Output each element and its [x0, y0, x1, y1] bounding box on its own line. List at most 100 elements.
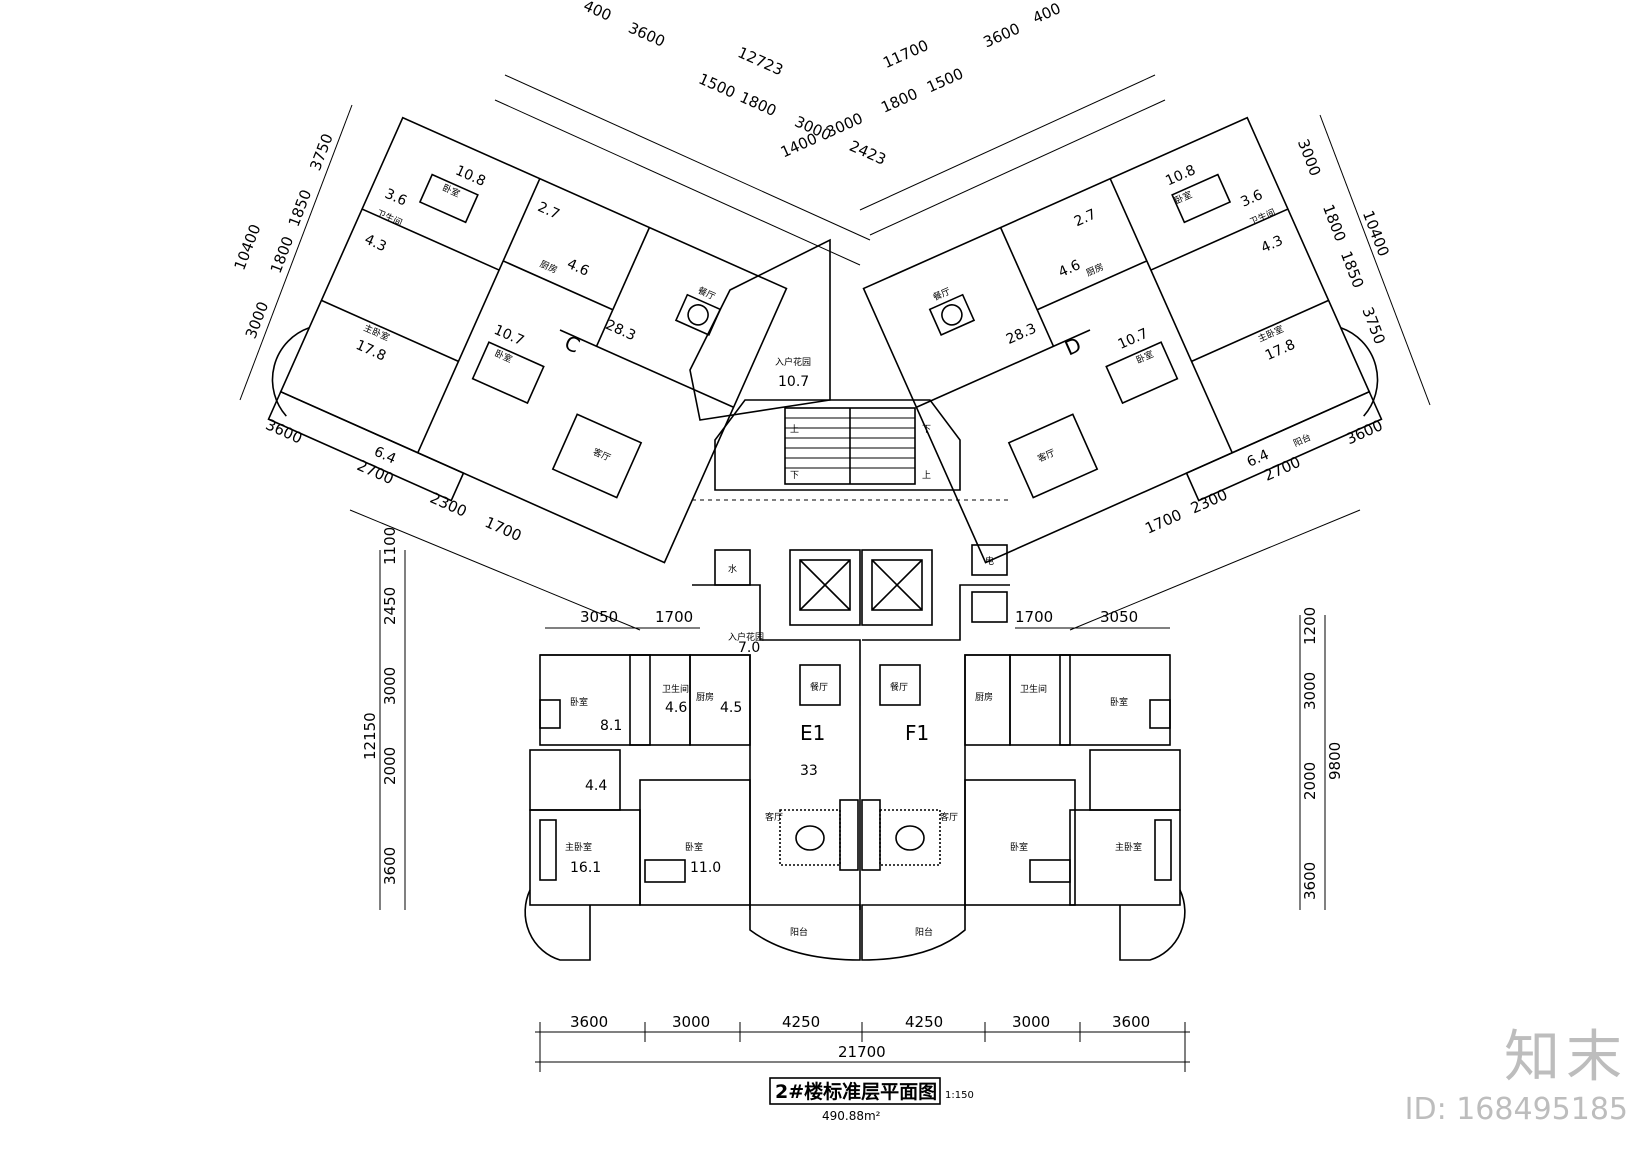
total-area: 490.88m² — [822, 1109, 881, 1123]
d-dim-bottom-1700: 1700 — [1142, 506, 1184, 538]
stair-up-right: 上 — [922, 470, 931, 481]
c-area-kitchen: 4.6 — [565, 256, 592, 280]
drawing-scale: 1:150 — [945, 1090, 974, 1101]
d-room-kitchen: 厨房 — [1084, 261, 1105, 279]
water-shaft: 水 — [728, 563, 737, 575]
e1-area-bedroom: 8.1 — [600, 718, 622, 734]
d-area-kitchen: 4.6 — [1056, 257, 1083, 281]
core-entry-area: 10.7 — [778, 374, 809, 390]
c-left-10400: 10400 — [231, 222, 265, 273]
d-right-3000: 3000 — [1294, 137, 1324, 179]
f1-right-3600: 3600 — [1301, 862, 1319, 900]
f1-room-bedroom2: 卧室 — [1010, 841, 1028, 853]
d-right-10400: 10400 — [1359, 208, 1393, 259]
e1-area-entry: 7.0 — [738, 640, 760, 656]
f1-room-bedroom: 卧室 — [1110, 696, 1128, 708]
c-room-bath: 卫生间 — [375, 207, 405, 229]
stair-down-left: 下 — [790, 471, 799, 481]
d-room-bedroom: 卧室 — [1173, 188, 1194, 206]
e1-room-kitchen: 厨房 — [696, 691, 714, 703]
d-dim-1800: 1800 — [878, 85, 920, 117]
d-right-3750: 3750 — [1358, 305, 1388, 347]
f1-right-9800: 9800 — [1326, 742, 1344, 780]
c-area-living: 28.3 — [603, 317, 638, 344]
d-dim-overall: 11700 — [880, 36, 931, 72]
f1-right-1200: 1200 — [1301, 607, 1319, 645]
e1-area-bath2: 4.4 — [585, 778, 607, 794]
c-room-bedroom2: 卧室 — [493, 347, 514, 365]
elec-shaft: 电 — [985, 555, 994, 567]
e1-left-3600: 3600 — [381, 847, 399, 885]
c-area-wc: 2.7 — [535, 199, 562, 223]
bottom-dim-1: 3600 — [570, 1013, 608, 1031]
bottom-dim-6: 3600 — [1112, 1013, 1150, 1031]
watermark: 知末 ID: 168495185 — [1404, 1030, 1628, 1128]
f1-room-master: 主卧室 — [1115, 841, 1142, 853]
d-dim-400: 400 — [1030, 0, 1063, 27]
d-dim-1400: 1400 — [778, 129, 820, 161]
e1-left-3000: 3000 — [381, 667, 399, 705]
c-dim-1500: 1500 — [696, 70, 738, 102]
d-room-living: 客厅 — [1036, 446, 1057, 464]
c-area-bath2: 4.3 — [362, 232, 389, 256]
c-dim-bottom-3600: 3600 — [263, 416, 305, 448]
e1-room-master: 主卧室 — [565, 841, 592, 853]
f1-room-balcony: 阳台 — [915, 926, 933, 938]
unit-f1-plan — [861, 584, 1186, 961]
f1-room-bath: 卫生间 — [1020, 683, 1047, 695]
d-right-1800: 1800 — [1319, 202, 1349, 244]
f1-room-dining: 餐厅 — [890, 681, 908, 693]
c-dim-3600: 3600 — [626, 19, 668, 51]
watermark-id: ID: 168495185 — [1404, 1092, 1628, 1127]
f1-room-kitchen: 厨房 — [975, 691, 993, 703]
e1-area-bedroom2: 11.0 — [690, 860, 721, 876]
f1-right-2000: 2000 — [1301, 762, 1319, 800]
bottom-dim-2: 3000 — [672, 1013, 710, 1031]
c-dim-2423: 2423 — [847, 137, 889, 169]
unit-c-plan — [267, 116, 788, 564]
unit-e1-plan — [524, 584, 861, 961]
e1-area-kitchen: 4.5 — [720, 700, 742, 716]
d-area-bath2: 4.3 — [1259, 233, 1286, 257]
c-dim-1800: 1800 — [737, 88, 779, 120]
c-room-living: 客厅 — [591, 446, 612, 464]
unit-d-plan — [862, 116, 1383, 564]
c-unit-label: C — [561, 330, 584, 358]
c-room-bedroom: 卧室 — [441, 182, 462, 200]
e1-left-2450: 2450 — [381, 587, 399, 625]
overall-width-dim: 21700 — [838, 1043, 886, 1061]
bottom-dim-5: 3000 — [1012, 1013, 1050, 1031]
e1-left-12150: 12150 — [361, 712, 379, 760]
core-entry-label: 入户花园 — [775, 356, 811, 368]
e1-room-balcony: 阳台 — [790, 926, 808, 938]
d-right-1850: 1850 — [1337, 249, 1367, 291]
d-unit-label: D — [1061, 332, 1085, 360]
e1-room-bedroom2: 卧室 — [685, 841, 703, 853]
c-area-bath: 3.6 — [382, 186, 409, 210]
c-left-3750: 3750 — [306, 131, 336, 173]
dimension-lines — [239, 74, 1431, 1072]
unit-c-outline — [279, 116, 788, 564]
f1-unit-label: F1 — [905, 721, 929, 745]
e1-room-bath: 卫生间 — [662, 683, 689, 695]
core-stairs — [689, 238, 961, 491]
e1-left-1100: 1100 — [381, 527, 399, 565]
f1-top-1700: 1700 — [1015, 608, 1053, 626]
f1-room-living: 客厅 — [940, 811, 958, 823]
d-area-wc: 2.7 — [1072, 206, 1099, 230]
d-dim-1500: 1500 — [924, 64, 966, 96]
d-dim-3000: 3000 — [823, 109, 865, 141]
c-dim-overall: 12723 — [735, 43, 786, 79]
f1-right-3000: 3000 — [1301, 672, 1319, 710]
d-room-balcony: 阳台 — [1292, 431, 1313, 449]
c-left-1850: 1850 — [285, 187, 315, 229]
f1-top-3050: 3050 — [1100, 608, 1138, 626]
e1-area-bath: 4.6 — [665, 700, 687, 716]
c-left-1800: 1800 — [267, 234, 297, 276]
d-area-living: 28.3 — [1004, 321, 1039, 348]
e1-unit-label: E1 — [800, 721, 825, 745]
e1-top-1700: 1700 — [655, 608, 693, 626]
e1-room-entry: 入户花园 — [728, 631, 764, 643]
e1-room-dining: 餐厅 — [810, 681, 828, 693]
c-dim-400: 400 — [581, 0, 614, 25]
